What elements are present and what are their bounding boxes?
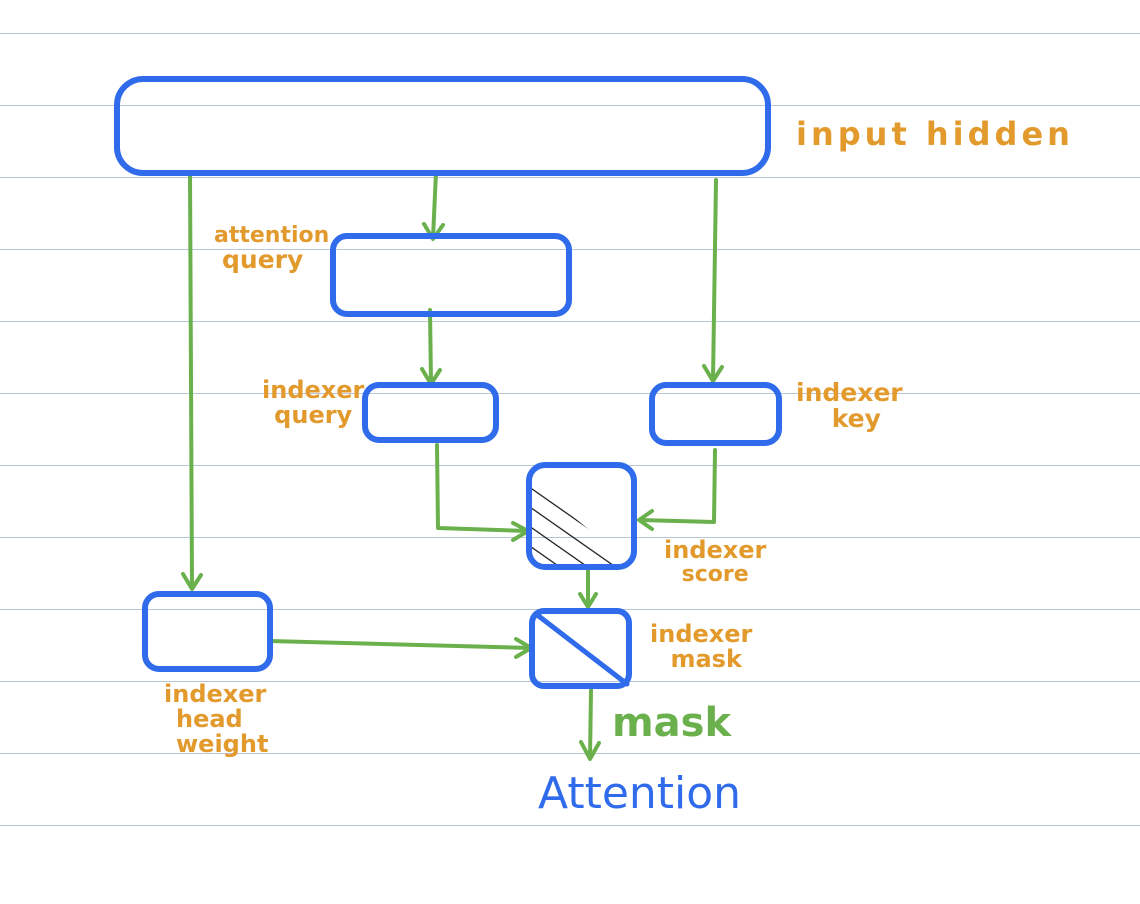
indexer-mask-diagonal: [533, 611, 630, 687]
indexer-score-hatch: [529, 480, 634, 567]
ruled-line: [0, 681, 1140, 682]
ruled-line: [0, 177, 1140, 178]
label-head-weight-line1: indexer: [164, 680, 267, 708]
arrow-indexer-query-to-score: [435, 443, 529, 533]
ruled-line: [0, 393, 1140, 394]
label-indexer-score-line1: indexer: [664, 536, 767, 564]
arrow-hidden-to-indexer-key: [711, 178, 718, 382]
arrowhead: [578, 592, 598, 609]
label-indexer-query-line2: query: [274, 401, 353, 430]
indexer-head-weight-box: [142, 591, 273, 672]
label-indexer-score: indexer score: [664, 536, 767, 588]
label-head-weight-line2: head: [176, 705, 243, 734]
arrow-hidden-to-head-weight: [188, 170, 194, 590]
arrow-indexer-key-to-score: [638, 448, 717, 524]
label-indexer-mask-line2: mask: [670, 645, 742, 674]
ruled-line: [0, 33, 1140, 34]
ruled-line: [0, 105, 1140, 106]
indexer-query-box: [362, 382, 499, 443]
arrow-head-weight-to-mask: [268, 639, 532, 650]
label-input-hidden-text: input hidden: [796, 115, 1074, 153]
label-head-weight-line3: weight: [176, 730, 269, 759]
indexer-mask-box: [529, 608, 632, 689]
arrow-mask-to-attention: [588, 688, 593, 760]
arrowhead: [637, 509, 654, 531]
ruled-line: [0, 825, 1140, 826]
indexer-key-box: [649, 382, 782, 446]
label-indexer-key-line1: indexer: [796, 378, 903, 407]
label-indexer-mask-line1: indexer: [650, 620, 753, 648]
label-input-hidden: input hidden: [796, 115, 1074, 153]
label-indexer-query: indexer query: [262, 376, 365, 430]
label-mask: mask: [612, 700, 732, 746]
ruled-line: [0, 321, 1140, 322]
label-indexer-score-line2: score: [681, 562, 749, 588]
label-attention-query-line1: attention: [214, 223, 330, 248]
label-attention-query-line2: query: [222, 245, 304, 275]
label-attention: Attention: [538, 768, 742, 819]
arrow-hidden-to-attention-query: [431, 170, 438, 240]
arrowhead: [702, 364, 724, 383]
attention-query-box: [330, 233, 572, 317]
indexer-score-box: [526, 462, 637, 570]
ruled-line: [0, 753, 1140, 754]
label-indexer-query-line1: indexer: [262, 376, 365, 404]
arrowhead: [181, 572, 203, 591]
arrow-attention-query-to-indexer-query: [428, 308, 433, 385]
label-indexer-head-weight: indexer head weight: [164, 680, 269, 759]
label-attention-query: attention query: [214, 224, 329, 273]
label-indexer-key-line2: key: [831, 404, 881, 434]
label-indexer-mask: indexer mask: [650, 620, 753, 674]
label-indexer-key: indexer key: [796, 378, 903, 434]
input-hidden-box: [114, 76, 771, 176]
arrowhead: [579, 740, 601, 761]
